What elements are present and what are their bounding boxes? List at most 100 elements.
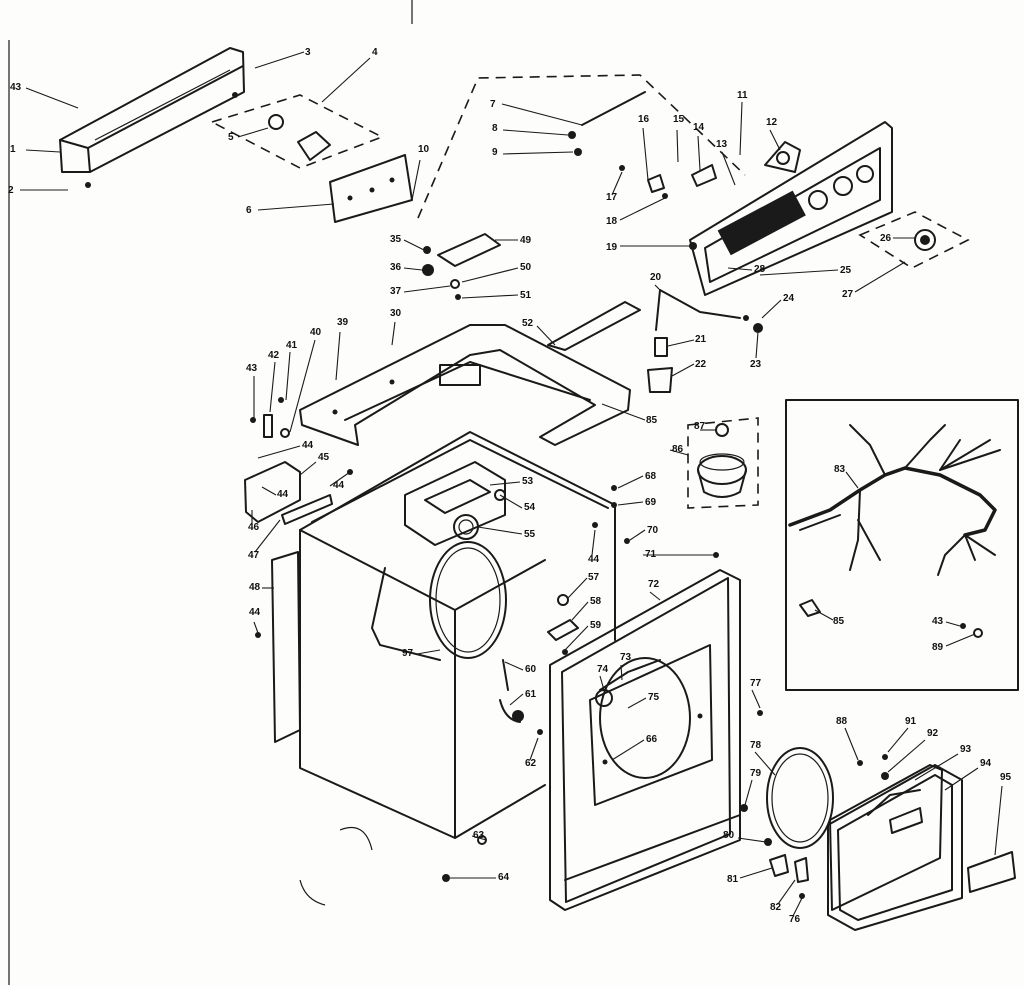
scan-mark-2 — [299, 879, 326, 906]
callout-label-21: 21 — [695, 334, 707, 345]
small-top-parts — [422, 233, 641, 351]
leader-line-20 — [654, 284, 661, 291]
leader-line-8 — [502, 129, 569, 136]
leader-line-24 — [761, 299, 782, 319]
control-panel — [619, 121, 970, 296]
front-panel — [549, 569, 741, 911]
leader-line-60 — [504, 661, 524, 671]
callout-label-43: 43 — [932, 616, 944, 627]
callout-label-88: 88 — [836, 716, 848, 727]
leader-line-68 — [617, 475, 644, 489]
rod-part — [581, 91, 646, 126]
leader-line-44 — [591, 529, 596, 556]
leader-line-69 — [617, 501, 644, 506]
console-rail — [59, 47, 245, 188]
leader-line-13 — [721, 151, 736, 186]
leader-line-43 — [945, 621, 961, 627]
callout-label-68: 68 — [645, 471, 657, 482]
leader-line-6 — [257, 203, 335, 211]
leader-line-44 — [329, 471, 351, 487]
leader-line-79 — [744, 779, 753, 806]
callout-label-51: 51 — [520, 290, 532, 301]
leader-line-58 — [571, 601, 589, 621]
callout-label-83: 83 — [834, 464, 846, 475]
leader-line-89 — [945, 633, 976, 647]
callout-label-66: 66 — [646, 734, 658, 745]
callout-label-75: 75 — [648, 692, 660, 703]
callout-label-24: 24 — [783, 293, 795, 304]
leader-line-45 — [299, 461, 317, 476]
callout-label-64: 64 — [498, 872, 510, 883]
callout-label-43: 43 — [10, 82, 22, 93]
leader-line-21 — [667, 339, 695, 347]
callout-label-43: 43 — [246, 363, 258, 374]
leader-line-35 — [403, 239, 425, 251]
leader-line-14 — [697, 135, 701, 171]
leader-line-18 — [619, 197, 666, 221]
leader-line-44 — [253, 621, 259, 634]
leader-line-52 — [536, 325, 556, 346]
callout-label-23: 23 — [750, 359, 762, 370]
leader-line-93 — [914, 753, 959, 781]
scan-mark — [339, 826, 373, 851]
leader-line-86 — [669, 449, 689, 456]
bracket-assembly — [209, 94, 413, 223]
leader-line-43 — [25, 87, 79, 109]
leader-line-25 — [759, 269, 839, 276]
leader-line-55 — [477, 526, 523, 535]
callout-label-35: 35 — [390, 234, 402, 245]
callout-label-61: 61 — [525, 689, 537, 700]
leader-line-36 — [403, 267, 423, 271]
leader-line-44 — [261, 486, 277, 496]
callout-label-4: 4 — [372, 47, 378, 58]
leader-line-73 — [620, 664, 623, 681]
leader-line-37 — [403, 285, 451, 293]
callout-label-19: 19 — [606, 242, 618, 253]
callout-label-91: 91 — [905, 716, 917, 727]
callout-label-41: 41 — [286, 340, 298, 351]
leader-line-78 — [754, 751, 776, 776]
callout-label-44: 44 — [277, 489, 289, 500]
screw-64 — [442, 874, 450, 882]
callout-label-15: 15 — [673, 114, 685, 125]
callout-label-36: 36 — [390, 262, 402, 273]
leader-line-88 — [844, 727, 859, 761]
leader-line-10 — [411, 159, 421, 201]
callout-label-63: 63 — [473, 830, 485, 841]
callout-label-62: 62 — [525, 758, 537, 769]
screw-71 — [713, 552, 719, 558]
callout-label-73: 73 — [620, 652, 632, 663]
leader-line-12 — [769, 129, 781, 151]
leader-line-47 — [254, 519, 281, 553]
leader-line-94 — [944, 767, 979, 791]
callout-label-82: 82 — [770, 902, 782, 913]
callout-label-2: 2 — [8, 185, 14, 196]
leader-line-66 — [611, 739, 645, 761]
callout-label-48: 48 — [249, 582, 261, 593]
leader-line-82 — [777, 879, 796, 905]
callout-label-58: 58 — [590, 596, 602, 607]
callout-label-39: 39 — [337, 317, 349, 328]
clip-part — [574, 148, 582, 156]
callout-label-59: 59 — [590, 620, 602, 631]
callout-label-60: 60 — [525, 664, 537, 675]
leader-line-85 — [601, 403, 646, 421]
callout-label-86: 86 — [672, 444, 684, 455]
callout-label-49: 49 — [520, 235, 532, 246]
callout-label-94: 94 — [980, 758, 992, 769]
leader-line-15 — [676, 129, 679, 163]
leader-line-1 — [25, 149, 61, 153]
callout-label-27: 27 — [842, 289, 854, 300]
callout-label-46: 46 — [248, 522, 260, 533]
callout-label-77: 77 — [750, 678, 762, 689]
callout-label-93: 93 — [960, 744, 972, 755]
callout-label-85: 85 — [833, 616, 845, 627]
callout-label-44: 44 — [588, 554, 600, 565]
callout-label-74: 74 — [597, 664, 609, 675]
leader-line-17 — [611, 171, 623, 196]
callout-label-11: 11 — [737, 90, 748, 101]
leader-line-51 — [461, 294, 519, 299]
leader-line-50 — [461, 267, 519, 283]
